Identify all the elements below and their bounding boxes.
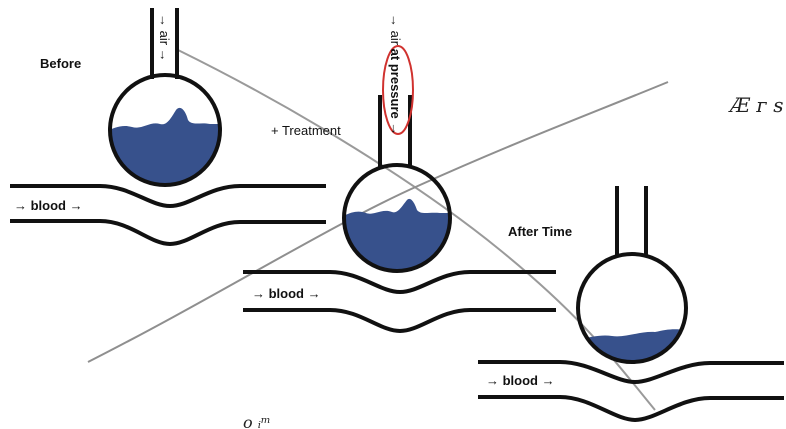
blood-label-before: → blood → [14, 198, 83, 213]
air-pressure-prefix: → air [388, 14, 403, 49]
liquid-treatment [340, 199, 460, 280]
blood-vessel-treatment [243, 272, 556, 331]
scribble-right: Æ ᴦ s [728, 93, 783, 117]
treatment-label: + Treatment [271, 123, 341, 138]
blood-label-treatment: → blood → [252, 286, 321, 301]
before-label: Before [40, 56, 81, 71]
blood-label-after: → blood → [486, 373, 555, 388]
air-label-before: → air → [157, 14, 172, 62]
air-pressure-suffix: → [388, 119, 403, 136]
after-time-label: After Time [508, 224, 572, 239]
after-apparatus [570, 186, 700, 380]
scribble-bottom: o ᵢᵐ [243, 413, 271, 429]
air-pressure-highlight: at pressure [388, 49, 403, 119]
blood-vessel-after [478, 362, 784, 420]
liquid-after [570, 329, 700, 380]
blood-vessel-before [10, 186, 326, 244]
air-pressure-label: → air at pressure → [388, 14, 403, 135]
